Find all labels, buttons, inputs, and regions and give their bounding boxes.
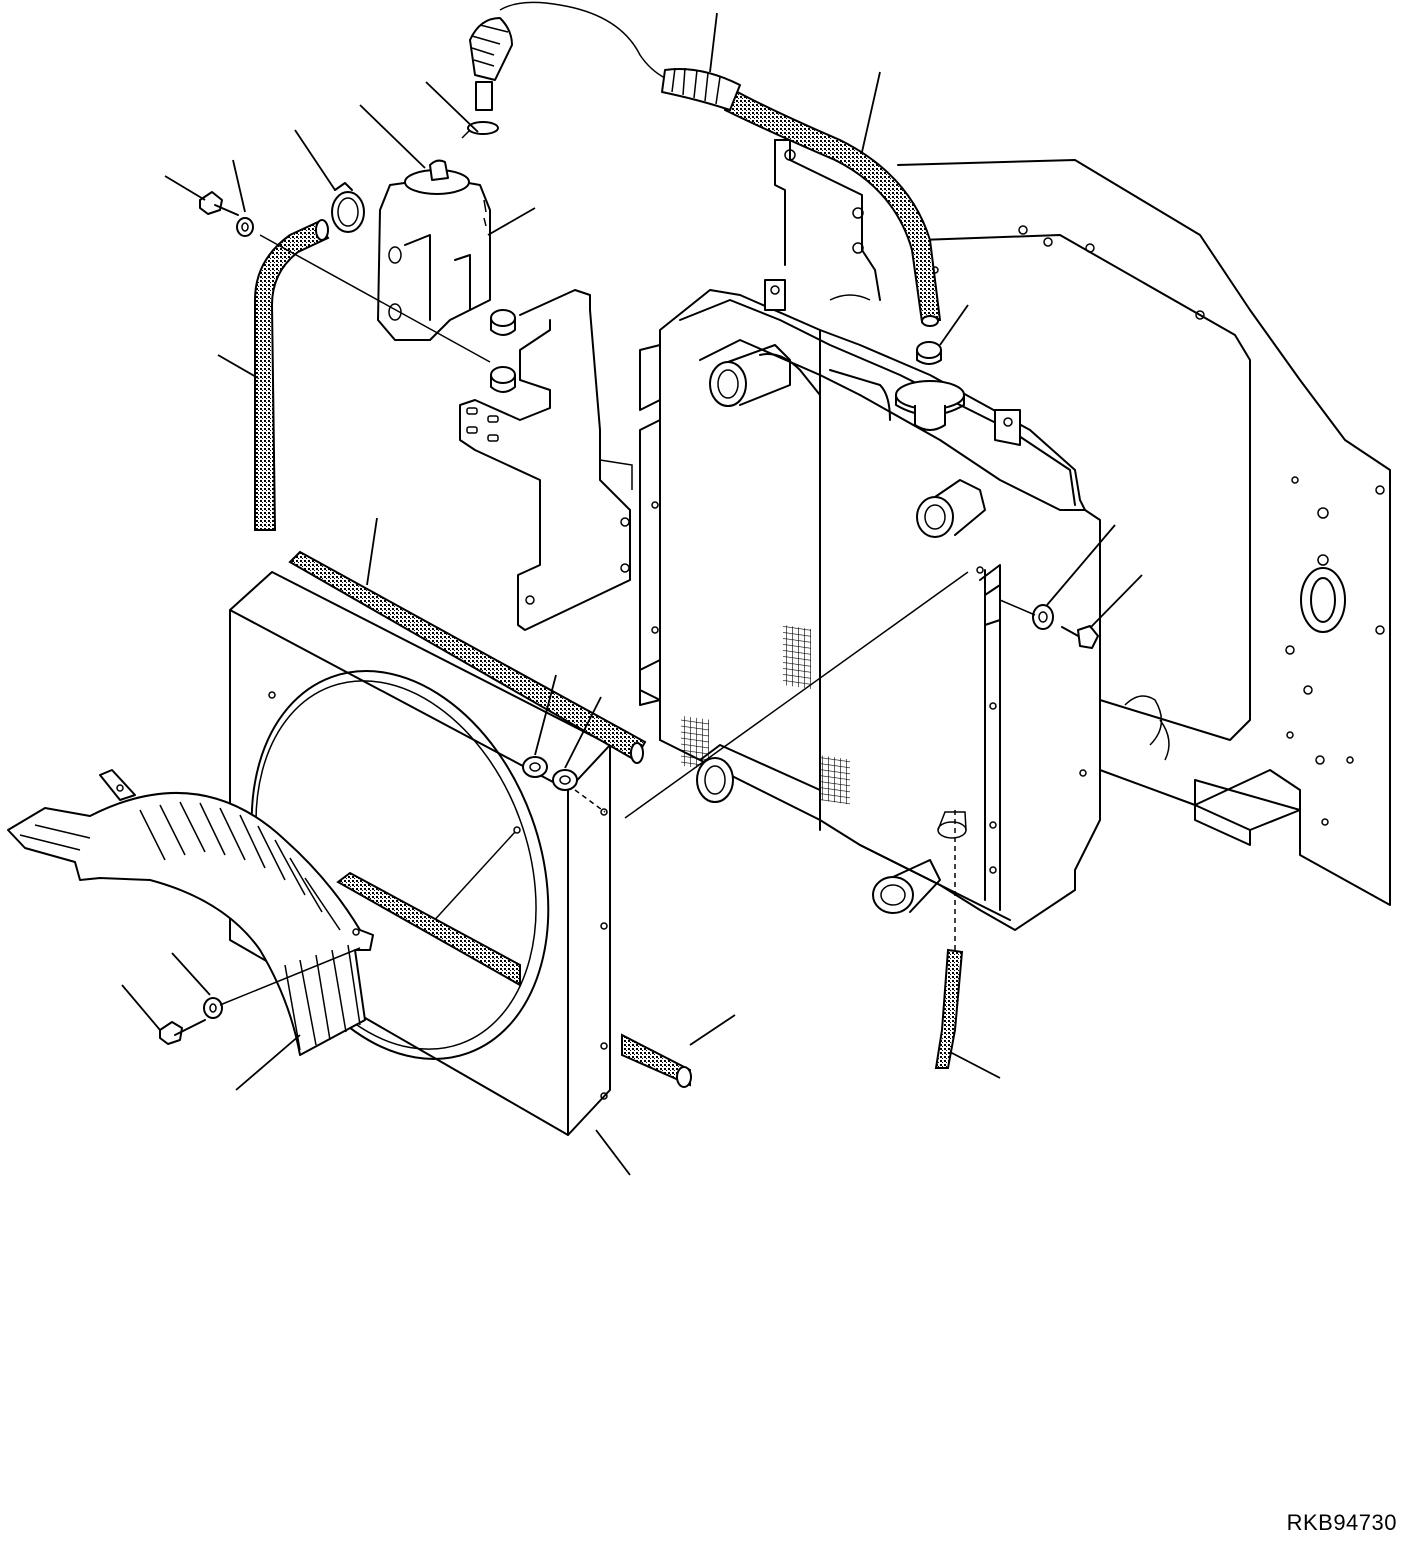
callout-leaders: [121, 12, 1143, 1176]
reservoir-bracket: [459, 289, 633, 631]
mounting-plate: [897, 159, 1391, 906]
coolant-reservoir: [377, 159, 491, 341]
drain-hose: [934, 948, 964, 1069]
hose-clamp-upper: [916, 341, 942, 365]
bolt-top-left: [199, 191, 254, 237]
overflow-hose: [461, 17, 513, 139]
bolt-right: [1032, 604, 1099, 649]
upper-hose: [499, 1, 942, 327]
assembly-guide-lines: [219, 234, 1036, 1006]
reservoir-hose: [254, 219, 330, 531]
shroud-nuts: [522, 756, 606, 813]
hose-clamp-left: [331, 182, 365, 233]
radiator: [639, 279, 1101, 960]
fan-guard: [7, 769, 374, 1056]
seal-strips: [288, 550, 692, 1088]
drawing-reference-code: RKB94730: [1286, 1510, 1397, 1535]
bolt-bottom-left: [159, 997, 223, 1045]
